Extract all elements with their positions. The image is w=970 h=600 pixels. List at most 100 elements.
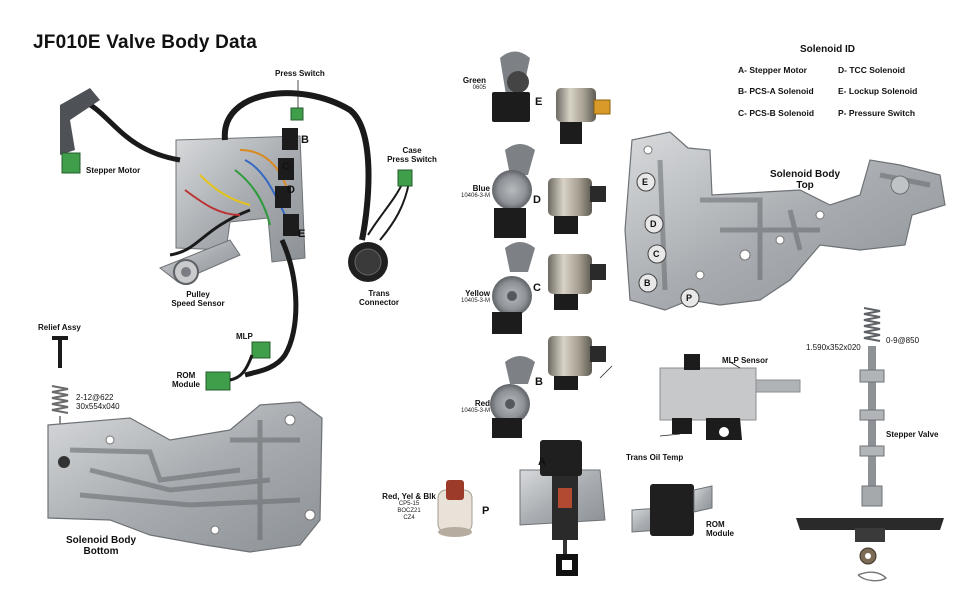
trans-connector-label: Trans Connector [354,289,404,307]
stepper-motor-part [519,440,606,576]
mlp-connector [251,341,271,359]
rom-module-part [631,484,713,536]
marker-d-circle [644,214,664,234]
rom-module-label: ROM Module [706,520,734,538]
solenoid-c-part: 10405-3-M [460,298,490,304]
solenoid-d-color: Blue [472,184,490,193]
solenoid-e-part: 0605 [472,85,486,91]
case-label-line1: Case [402,146,422,155]
legend-name: Lockup Solenoid [848,86,918,96]
marker-e-circle [636,172,656,192]
trans-oil-temp-label: Trans Oil Temp [626,453,684,462]
solenoid-c-letter: C [533,282,541,294]
legend-key: C- [738,108,747,118]
top-label-line1: Solenoid Body [770,169,840,180]
relief-spec-line1: 2-12@622 [76,393,114,402]
top-marker-d: D [650,219,657,229]
relief-assy-label: Relief Assy [38,323,81,332]
bottom-label-line2: Bottom [83,546,119,557]
top-marker-c: C [653,249,660,259]
legend-name: Stepper Motor [749,65,807,75]
stepper-motor-connector [61,152,81,174]
solenoid-body-top-label: Solenoid Body Top [760,169,850,191]
legend-key: A- [738,65,747,75]
marker-c-circle [647,244,667,264]
case-press-switch [397,169,413,187]
pressure-switch-part2: BOCZ21 [397,508,421,514]
solenoid-body-bottom-plate [47,401,323,553]
harness-letter-d: D [287,184,295,196]
rom-module-line2: Module [706,529,734,538]
solenoid-d-letter: D [533,194,541,206]
legend-item-a: A- Stepper Motor [738,65,807,75]
legend-name: PCS-B Solenoid [749,108,815,118]
pulley-speed-sensor-label: Pulley Speed Sensor [168,290,228,308]
case-label-line2: Press Switch [387,155,437,164]
relief-spring [51,385,69,414]
rom-module-harness-label: ROM Module [168,371,204,389]
trans-label-line1: Trans [368,289,390,298]
solenoid-b-label: Red 10405-3-M [444,399,490,415]
top-marker-b: B [644,278,651,288]
marker-p-circle [680,288,700,308]
stepper-valve-spring [863,307,881,342]
legend-name: TCC Solenoid [849,65,906,75]
stepper-valve-part [796,307,944,582]
pulley-label-line1: Pulley [186,290,210,299]
legend-name: PCS-A Solenoid [749,86,814,96]
legend-item-e: E- Lockup Solenoid [838,86,917,96]
pulley-label-line2: Speed Sensor [171,299,225,308]
top-marker-p: P [686,293,693,303]
solenoid-b-red [490,336,606,438]
mlp-label: MLP [236,332,253,341]
mlp-sensor-label: MLP Sensor [722,356,769,365]
legend-item-b: B- PCS-A Solenoid [738,86,814,96]
solenoid-b-letter: B [535,376,543,388]
stepper-valve-label: Stepper Valve [886,430,939,439]
solenoid-c-yellow [492,242,606,334]
rom-module-line1: ROM [706,520,725,529]
legend-key: P- [838,108,847,118]
legend-item-p: P- Pressure Switch [838,108,915,118]
solenoid-c-color: Yellow [465,289,490,298]
legend-key: B- [738,86,747,96]
case-press-switch-label: Case Press Switch [382,146,442,164]
leader-lines [297,80,741,437]
top-marker-e: E [642,177,649,187]
stepper-valve-spring-spec-2: 0-9@850 [886,336,920,345]
solenoid-c-label: Yellow 10405-3-M [444,289,490,305]
relief-spring-spec: 2-12@622 30x554x040 [76,393,120,411]
harness-letter-e: E [298,228,306,240]
legend-key: D- [838,65,847,75]
solenoid-e-green [492,51,611,144]
solenoid-b-part: 10405-3-M [460,408,490,414]
stepper-valve-spring-spec-1: 1.590x352x020 [806,343,861,352]
solenoid-e-color: Green [462,76,486,85]
trans-label-line2: Connector [359,298,399,307]
legend-key: E- [838,86,847,96]
solenoid-d-label: Blue 10406-3-M [446,184,490,200]
stepper-motor-label: Stepper Motor [86,166,141,175]
solenoid-d-blue [492,144,606,238]
solenoid-b-color: Red [474,399,490,408]
solenoid-body-bottom-label: Solenoid Body Bottom [56,535,146,557]
harness-letter-b: B [301,134,309,146]
relief-spec-line2: 30x554x040 [76,402,120,411]
bottom-label-line1: Solenoid Body [66,535,136,546]
top-label-line2: Top [796,180,814,191]
legend-name: Pressure Switch [848,108,916,118]
rom-module-connector [205,371,231,391]
page-title: JF010E Valve Body Data [33,32,258,53]
pressure-switch-label: Red, Yel & Blk CP5-15 BOCZ21 CZ4 [378,492,440,522]
solenoid-e-label: Green 0605 [456,76,486,92]
rom-label-line2: Module [172,380,200,389]
pressure-switch-letter: P [482,505,490,517]
solenoid-body-top-plate [624,131,946,311]
harness-letter-c: C [282,161,290,173]
mlp-sensor-part [659,354,801,440]
solenoid-e-letter: E [535,96,543,108]
pressure-switch-line1: Red, Yel & Blk [382,492,436,501]
pressure-switch-part [437,480,473,537]
legend-item-c: C- PCS-B Solenoid [738,108,814,118]
